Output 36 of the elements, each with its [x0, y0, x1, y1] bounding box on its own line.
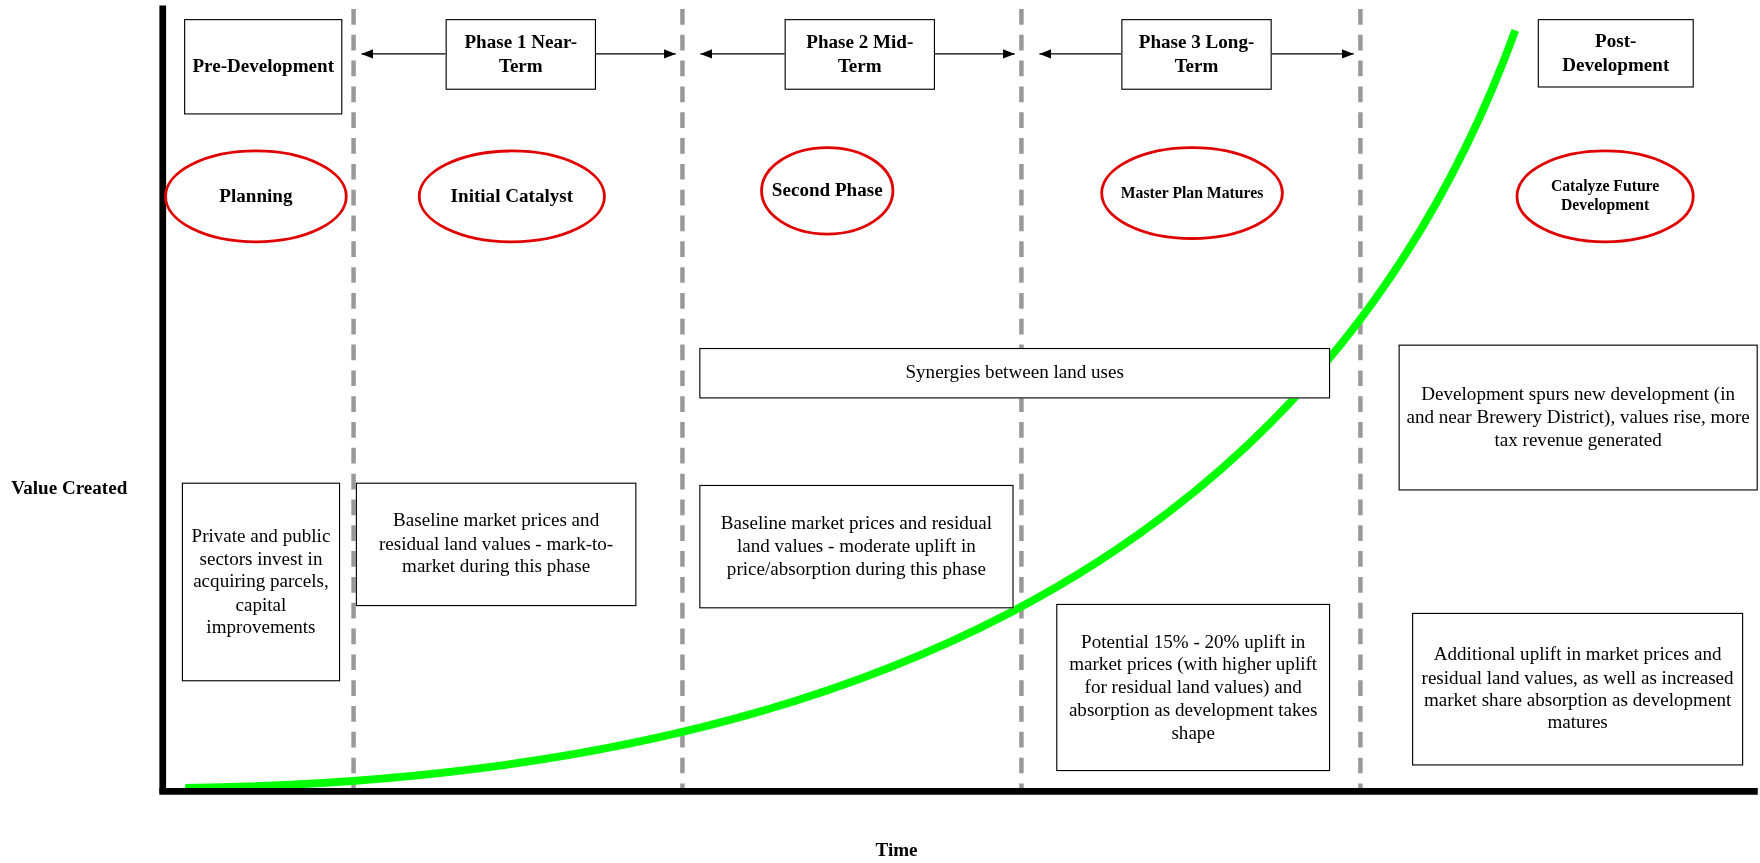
phase-header-box [184, 19, 343, 115]
phase-header-box [445, 19, 596, 90]
description-box [355, 482, 637, 607]
stage-ellipse [417, 149, 607, 244]
stage-ellipse [759, 145, 895, 236]
phase-header-box [784, 19, 935, 90]
description-text: Synergies between land uses [904, 360, 1125, 386]
description-text: Potential 15% - 20% uplift in market prices (with higher uplift for residual land values) and absorption as development takes shape [1067, 629, 1319, 746]
description-text: Additional uplift in market prices and residual land values, as well as increased market share absorption as development matures [1420, 642, 1735, 736]
node-label: Post-Development [1561, 29, 1671, 77]
node-label: Master Plan Matures [1119, 182, 1265, 203]
description-box [699, 484, 1014, 609]
description-box [699, 347, 1331, 399]
node-label: Second Phase [770, 178, 884, 203]
node-label: Pre-Development [191, 54, 336, 79]
phase-header-box [1121, 19, 1272, 90]
description-text: Baseline market prices and residual land values - mark-to-market during this phase [378, 509, 615, 580]
description-box [1412, 612, 1744, 766]
description-box [181, 482, 341, 682]
node-label: Phase 3 Long-Term [1137, 30, 1256, 78]
node-label: Initial Catalyst [449, 184, 575, 209]
node-label: Phase 1 Near-Term [463, 30, 579, 78]
stage-ellipse [1515, 149, 1695, 244]
description-box [1056, 603, 1331, 772]
description-text: Private and public sectors invest in acquiring parcels, capital improvements [190, 523, 332, 640]
axis-label: Time [875, 839, 918, 863]
node-label: Phase 2 Mid-Term [805, 30, 915, 78]
description-text: Baseline market prices and residual land values - moderate uplift in price/absorption during this phase [719, 511, 994, 582]
node-label: Planning [218, 184, 294, 209]
phase-header-box [1537, 19, 1694, 88]
stage-ellipse [1100, 145, 1285, 241]
description-text: Development spurs new development (in and near Brewery District), values rise, more tax revenue generated [1405, 382, 1751, 453]
node-label: Catalyze Future Development [1549, 176, 1661, 216]
description-box [1398, 344, 1758, 491]
axis-label: Value Created [11, 477, 128, 500]
stage-ellipse [163, 149, 348, 244]
